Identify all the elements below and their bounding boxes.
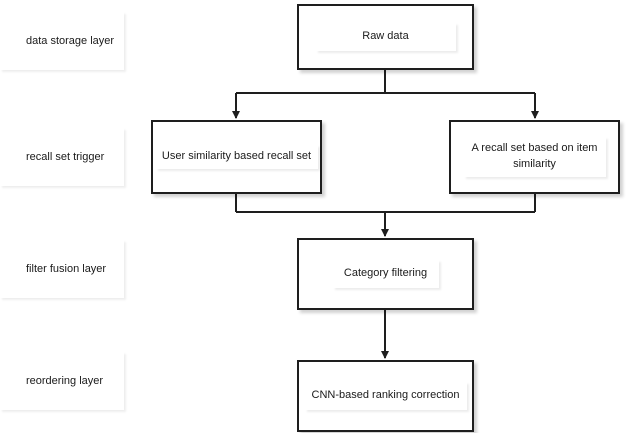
- node-category-filtering-label: Category filtering: [332, 260, 439, 288]
- node-cnn-ranking: CNN-based ranking correction: [297, 360, 474, 432]
- node-category-filtering: Category filtering: [297, 238, 474, 310]
- layer-label-fusion-text: filter fusion layer: [26, 263, 107, 275]
- node-user-recall-label: User similarity based recall set: [155, 145, 318, 169]
- layer-label-reorder-text: reordering layer: [26, 375, 104, 387]
- node-cnn-ranking-label: CNN-based ranking correction: [304, 382, 467, 410]
- layer-label-recall: recall set trigger: [0, 128, 124, 186]
- node-raw-data: Raw data: [297, 4, 474, 70]
- layer-label-fusion: filter fusion layer: [0, 240, 124, 298]
- layer-label-storage-text: data storage layer: [26, 35, 115, 47]
- layer-label-reorder: reordering layer: [0, 352, 124, 410]
- node-raw-data-label: Raw data: [315, 23, 456, 51]
- node-user-recall: User similarity based recall set: [151, 120, 322, 194]
- layer-label-storage: data storage layer: [0, 12, 124, 70]
- layer-label-recall-text: recall set trigger: [26, 151, 105, 163]
- node-item-recall: A recall set based on item similarity: [449, 120, 620, 194]
- node-item-recall-label: A recall set based on item similarity: [463, 137, 606, 177]
